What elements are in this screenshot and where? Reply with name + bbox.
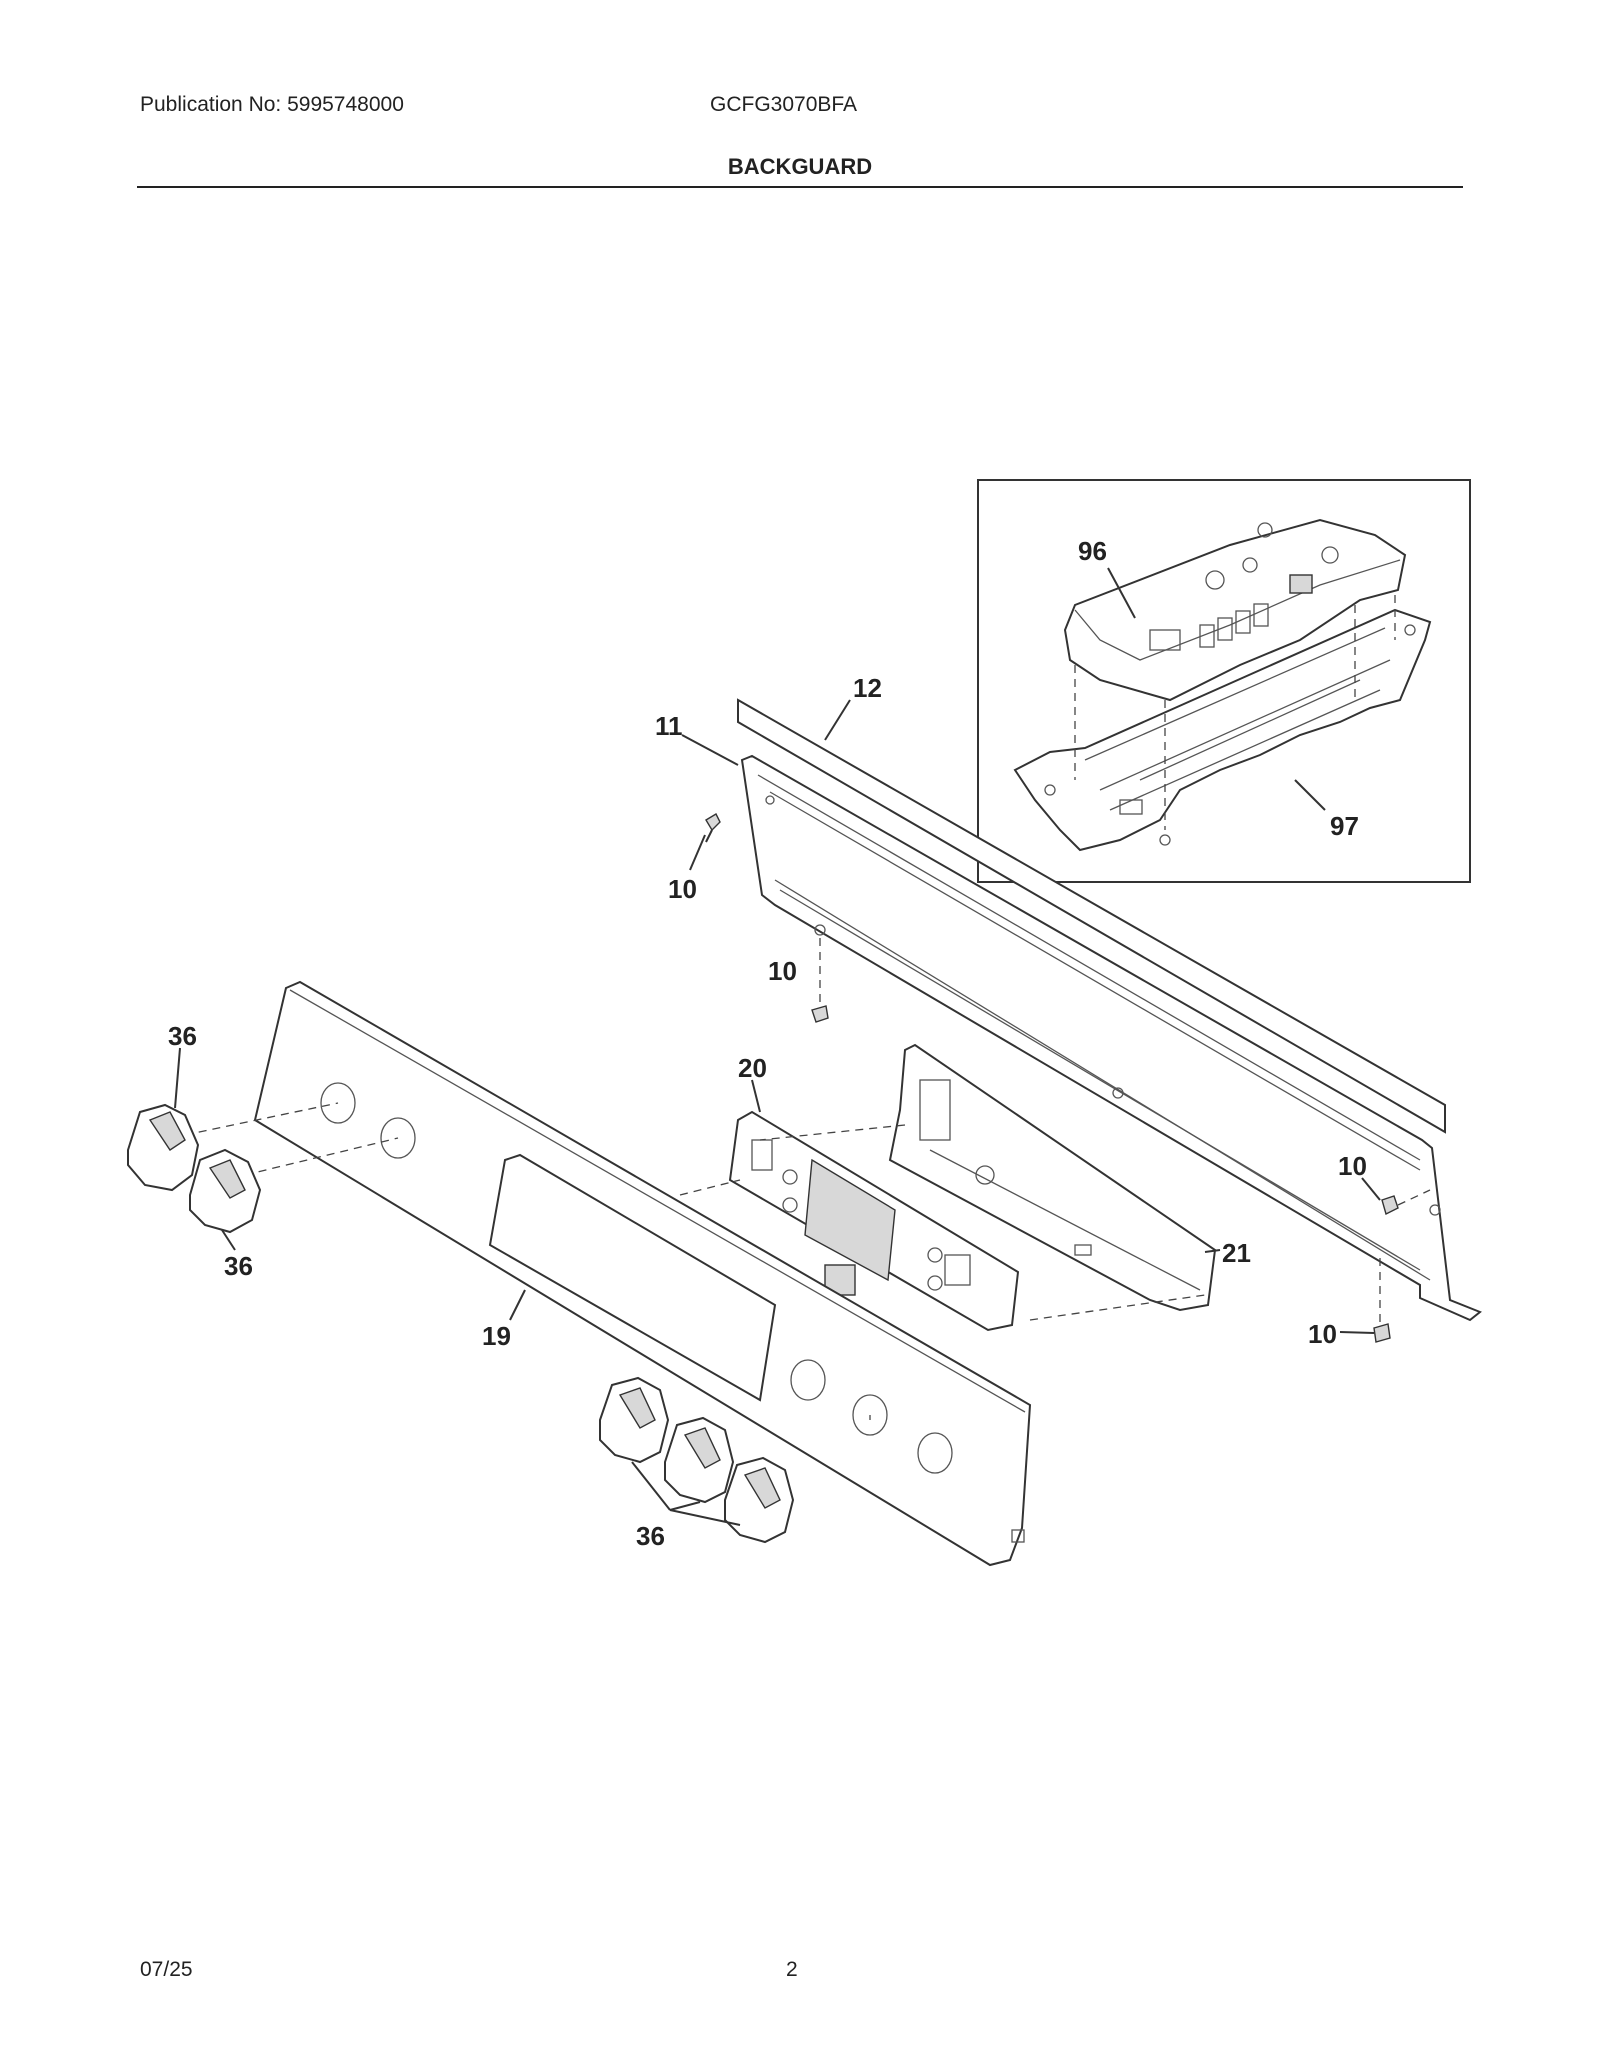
callout-36-left: 36 xyxy=(224,1251,253,1281)
screw-part-10-d xyxy=(1373,1258,1391,1343)
screw-part-10-b xyxy=(811,938,829,1023)
callout-10-right-lower: 10 xyxy=(1308,1319,1337,1349)
callout-21: 21 xyxy=(1222,1238,1251,1268)
callout-10-right-upper: 10 xyxy=(1338,1151,1367,1181)
callout-20: 20 xyxy=(738,1053,767,1083)
callout-96: 96 xyxy=(1078,536,1107,566)
control-board-part-20 xyxy=(728,1110,1020,1332)
inset-box xyxy=(977,479,1471,883)
trim-strip-part-12 xyxy=(737,698,1446,1134)
publication-number: Publication No: 5995748000 xyxy=(140,93,404,116)
callout-10-left: 10 xyxy=(668,874,697,904)
callout-36-bottom: 36 xyxy=(636,1521,665,1551)
footer-date: 07/25 xyxy=(140,1958,193,1981)
callout-12: 12 xyxy=(853,673,882,703)
screw-part-10-a xyxy=(705,813,721,843)
header-rule xyxy=(137,186,1463,188)
screw-part-10-c xyxy=(1381,1189,1431,1216)
callout-36-top-left: 36 xyxy=(168,1021,197,1051)
knob-part-36-e xyxy=(724,1456,795,1544)
knob-part-36-a xyxy=(127,1103,200,1192)
bracket-part-97 xyxy=(1013,608,1432,852)
display-housing-part-21 xyxy=(888,1043,1217,1312)
control-panel-part-19 xyxy=(253,980,1032,1567)
callout-97: 97 xyxy=(1330,811,1359,841)
leader-lines xyxy=(174,567,1381,1526)
callout-11: 11 xyxy=(655,711,683,741)
callout-10-center: 10 xyxy=(768,956,797,986)
callout-19: 19 xyxy=(482,1321,511,1351)
page-number: 2 xyxy=(786,1958,798,1981)
knob-part-36-c xyxy=(599,1376,670,1464)
control-board-part-96 xyxy=(1063,518,1407,830)
backguard-frame-part-11 xyxy=(740,754,1482,1322)
knob-part-36-b xyxy=(189,1148,262,1234)
knob-part-36-d xyxy=(664,1416,735,1504)
model-number: GCFG3070BFA xyxy=(710,93,858,116)
assembly-guide-lines xyxy=(184,1102,1206,1420)
section-title: BACKGUARD xyxy=(727,154,873,179)
